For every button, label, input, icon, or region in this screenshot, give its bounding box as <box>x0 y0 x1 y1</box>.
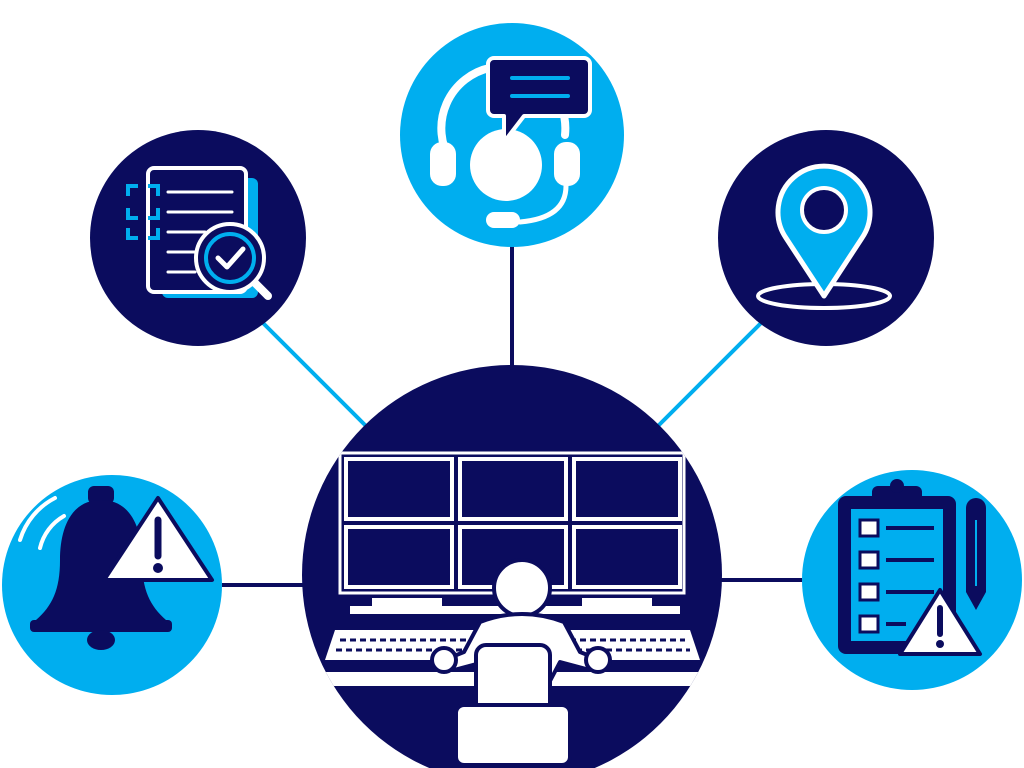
headset-chat-bubble-icon <box>400 23 624 247</box>
monitor-screen <box>458 457 568 521</box>
operator-chair <box>454 643 572 767</box>
map-pin-location-icon <box>718 130 934 346</box>
control-room-operator-icon <box>302 365 722 768</box>
monitor-screen <box>344 457 454 521</box>
connector-lines <box>222 238 802 587</box>
document-audit-checkmark-icon <box>90 130 306 346</box>
chat-lines <box>510 76 570 98</box>
connector-location <box>652 320 764 432</box>
monitor-screen <box>344 525 454 589</box>
connector-audit <box>260 320 372 432</box>
checklist-rows <box>858 518 934 634</box>
clipboard-checklist-warning-icon <box>802 470 1022 690</box>
monitor-screen <box>572 457 682 521</box>
monitor-grid <box>344 457 682 589</box>
monitor-screen <box>572 525 682 589</box>
bell-warning-icon <box>2 475 222 695</box>
